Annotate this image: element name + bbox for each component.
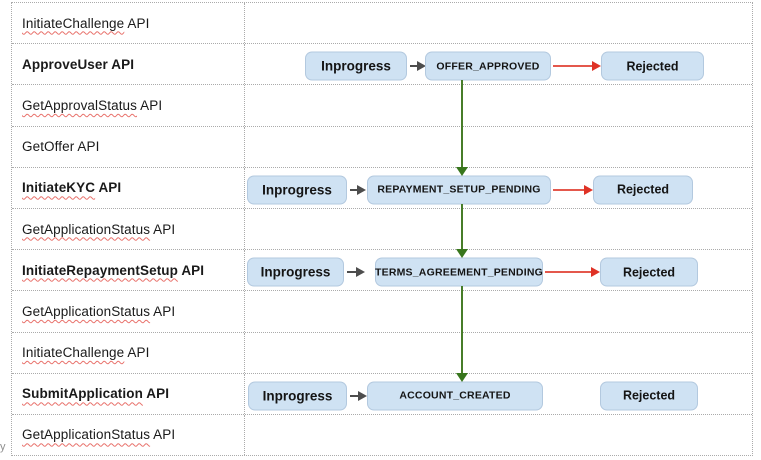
api-name: GetOffer bbox=[22, 139, 75, 155]
api-name-cell: GetApplicationStatus API bbox=[12, 291, 245, 332]
api-name-cell: GetApplicationStatus API bbox=[12, 208, 245, 250]
api-suffix: API bbox=[177, 262, 205, 278]
flow-cell bbox=[245, 127, 752, 167]
api-name: GetApprovalStatus bbox=[22, 97, 138, 113]
api-name: GetApplicationStatus bbox=[22, 303, 151, 319]
api-suffix: API bbox=[74, 139, 100, 155]
text-fragment: y bbox=[0, 441, 6, 453]
api-suffix: API bbox=[150, 221, 176, 237]
reject-arrow-icon bbox=[553, 184, 593, 195]
next-arrow-icon bbox=[347, 267, 365, 278]
api-name: ApproveUser bbox=[22, 56, 108, 72]
api-name: SubmitApplication bbox=[22, 386, 143, 402]
table-row: GetOffer API bbox=[12, 126, 752, 168]
api-name-cell: InitiateChallenge API bbox=[12, 332, 245, 373]
api-name-cell: GetOffer API bbox=[12, 126, 245, 167]
api-suffix: API bbox=[150, 303, 176, 319]
table-row: InitiateChallenge API bbox=[12, 332, 752, 374]
api-state-table: InitiateChallenge API ApproveUser API In… bbox=[11, 2, 753, 456]
flow-cell: Inprogress REPAYMENT_SETUP_PENDING Rejec… bbox=[245, 168, 752, 208]
next-arrow-icon bbox=[410, 61, 426, 72]
flow-cell bbox=[245, 333, 752, 373]
flow-cell bbox=[245, 85, 752, 125]
flow-cell bbox=[245, 415, 752, 455]
flow-cell bbox=[245, 291, 752, 331]
api-name: InitiateKYC bbox=[22, 180, 96, 196]
api-name: GetApplicationStatus bbox=[22, 221, 151, 237]
api-suffix: API bbox=[124, 345, 150, 361]
api-name-cell: GetApplicationStatus API bbox=[12, 414, 245, 456]
api-name-cell: InitiateRepaymentSetup API bbox=[12, 250, 245, 291]
api-name-cell: InitiateChallenge API bbox=[12, 3, 245, 44]
table-row: GetApplicationStatus API bbox=[12, 414, 752, 456]
api-name: InitiateChallenge bbox=[22, 345, 125, 361]
state-node[interactable]: REPAYMENT_SETUP_PENDING bbox=[367, 175, 551, 205]
api-name: GetApplicationStatus bbox=[22, 427, 151, 443]
state-node[interactable]: OFFER_APPROVED bbox=[425, 51, 551, 81]
table-row: GetApplicationStatus API bbox=[12, 291, 752, 333]
api-name: InitiateChallenge bbox=[22, 15, 125, 31]
state-node-inprogress[interactable]: Inprogress bbox=[247, 175, 347, 205]
flow-cell bbox=[245, 3, 752, 43]
next-arrow-icon bbox=[350, 184, 366, 195]
flow-cell: Inprogress TERMS_AGREEMENT_PENDING Rejec… bbox=[245, 250, 752, 290]
api-name-cell: SubmitApplication API bbox=[12, 373, 245, 414]
reject-arrow-icon bbox=[553, 61, 601, 72]
state-node-rejected[interactable]: Rejected bbox=[600, 381, 698, 411]
table-row: SubmitApplication API Inprogress ACCOUNT… bbox=[12, 373, 752, 415]
state-node-rejected[interactable]: Rejected bbox=[600, 257, 698, 287]
reject-arrow-icon bbox=[545, 267, 600, 278]
state-node-rejected[interactable]: Rejected bbox=[593, 175, 693, 205]
api-suffix: API bbox=[124, 15, 150, 31]
api-name-cell: GetApprovalStatus API bbox=[12, 85, 245, 126]
table-row: GetApprovalStatus API bbox=[12, 85, 752, 127]
api-name: InitiateRepaymentSetup bbox=[22, 262, 178, 278]
api-suffix: API bbox=[142, 386, 170, 402]
state-node-inprogress[interactable]: Inprogress bbox=[305, 51, 407, 81]
table-row: InitiateChallenge API bbox=[12, 3, 752, 45]
table-row: GetApplicationStatus API bbox=[12, 208, 752, 251]
api-suffix: API bbox=[95, 180, 122, 196]
table-row: InitiateRepaymentSetup API Inprogress TE… bbox=[12, 250, 752, 292]
api-suffix: API bbox=[150, 427, 176, 443]
table-row: InitiateKYC API Inprogress REPAYMENT_SET… bbox=[12, 167, 752, 209]
state-node-rejected[interactable]: Rejected bbox=[601, 51, 704, 81]
state-node-inprogress[interactable]: Inprogress bbox=[248, 381, 347, 411]
state-node-inprogress[interactable]: Inprogress bbox=[247, 257, 344, 287]
success-arrow-icon bbox=[456, 286, 468, 382]
api-name-cell: ApproveUser API bbox=[12, 44, 245, 85]
state-node[interactable]: TERMS_AGREEMENT_PENDING bbox=[375, 257, 543, 287]
flow-cell: Inprogress OFFER_APPROVED Rejected bbox=[245, 44, 752, 84]
api-suffix: API bbox=[107, 56, 135, 72]
api-name-cell: InitiateKYC API bbox=[12, 167, 245, 208]
table-row: ApproveUser API Inprogress OFFER_APPROVE… bbox=[12, 44, 752, 86]
success-arrow-icon bbox=[456, 204, 468, 258]
flow-cell bbox=[245, 209, 752, 249]
api-suffix: API bbox=[137, 97, 163, 113]
state-node[interactable]: ACCOUNT_CREATED bbox=[367, 381, 543, 411]
next-arrow-icon bbox=[350, 390, 367, 401]
success-arrow-icon bbox=[456, 80, 468, 176]
flow-cell: Inprogress ACCOUNT_CREATED Rejected bbox=[245, 374, 752, 414]
